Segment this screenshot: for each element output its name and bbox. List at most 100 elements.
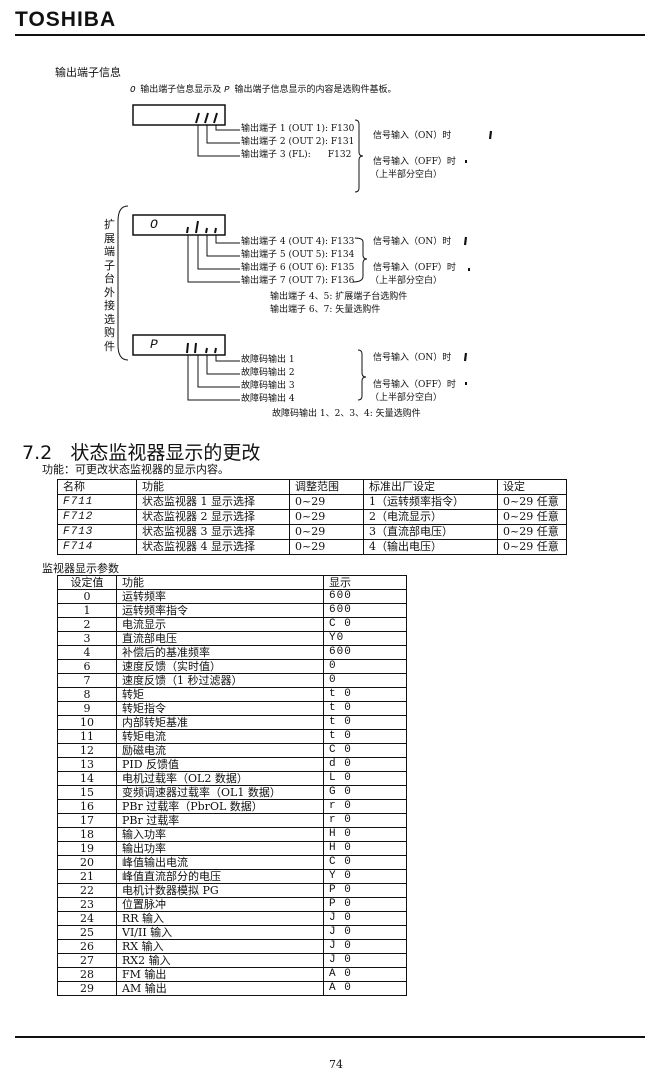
table-cell: C 0 bbox=[323, 617, 407, 632]
toshiba-logo: TOSHIBA bbox=[15, 8, 117, 31]
table-cell: 0 bbox=[323, 673, 407, 688]
terminal-label: 输出端子 6 (OUT 6): F135 bbox=[241, 263, 355, 273]
table-cell: t 0 bbox=[323, 729, 407, 744]
table-cell: 16 bbox=[57, 799, 117, 814]
table-cell: Y0 bbox=[323, 631, 407, 646]
table-cell: 7 bbox=[57, 673, 117, 688]
terminal-diagram bbox=[117, 104, 493, 401]
table-cell: C 0 bbox=[323, 743, 407, 758]
table-cell: 0~29 任意 bbox=[497, 539, 567, 555]
table-cell: 3（直流部电压） bbox=[363, 524, 498, 540]
table-cell: 峰值输出电流 bbox=[116, 855, 324, 870]
table-header-row: 设定值 功能 显示 bbox=[57, 575, 407, 590]
diagram-intro: O 输出端子信息显示及 P 输出端子信息显示的内容是选购件基板。 bbox=[130, 85, 396, 96]
display-box-2 bbox=[117, 205, 470, 361]
table-cell: 电机过载率（OL2 数据） bbox=[116, 771, 324, 786]
col-header: 名称 bbox=[57, 479, 137, 495]
col-header: 标准出厂设定 bbox=[363, 479, 498, 495]
table-cell: 状态监视器 4 显示选择 bbox=[136, 539, 290, 555]
signal-off-text: 信号输入（OFF）时 bbox=[373, 157, 456, 167]
page-number: 74 bbox=[329, 1058, 343, 1071]
table-cell: PBr 过载率（PbrOL 数据） bbox=[116, 799, 324, 814]
table-cell: r 0 bbox=[323, 799, 407, 814]
terminal-label: 输出端子 5 (OUT 5): F134 bbox=[241, 250, 355, 260]
terminal-label: 输出端子 3 (FL): F132 bbox=[241, 150, 352, 160]
upper-blank-text: （上半部分空白） bbox=[370, 170, 443, 180]
table-cell: 0~29 bbox=[289, 494, 364, 510]
table-cell: Y 0 bbox=[323, 869, 407, 884]
display-box-1 bbox=[132, 104, 493, 193]
table-cell: 补偿后的基准频率 bbox=[116, 645, 324, 660]
table-cell: 600 bbox=[323, 603, 407, 618]
diagram-title: 输出端子信息 bbox=[55, 66, 121, 79]
note: 输出端子 4、5: 扩展端子台选购件 bbox=[270, 292, 408, 302]
table-cell: P 0 bbox=[323, 883, 407, 898]
table-cell: 状态监视器 3 显示选择 bbox=[136, 524, 290, 540]
table-cell: 20 bbox=[57, 855, 117, 870]
table-cell: 6 bbox=[57, 659, 117, 674]
table-cell: PID 反馈值 bbox=[116, 757, 324, 772]
table-cell: J 0 bbox=[323, 953, 407, 968]
table2-caption: 监视器显示参数 bbox=[42, 562, 119, 575]
table-cell: 11 bbox=[57, 729, 117, 744]
table-cell: 0 bbox=[57, 589, 117, 604]
table-cell: r 0 bbox=[323, 813, 407, 828]
signal-off-text: 信号输入（OFF）时 bbox=[373, 380, 456, 390]
table-cell: L 0 bbox=[323, 771, 407, 786]
table-cell: H 0 bbox=[323, 827, 407, 842]
table-cell: 17 bbox=[57, 813, 117, 828]
col-header: 设定值 bbox=[57, 575, 117, 590]
table-cell: 输出功率 bbox=[116, 841, 324, 856]
table-cell: J 0 bbox=[323, 925, 407, 940]
upper-blank-text: （上半部分空白） bbox=[370, 276, 443, 286]
table-cell: 24 bbox=[57, 911, 117, 926]
table-cell: d 0 bbox=[323, 757, 407, 772]
fault-label: 故障码输出 2 bbox=[241, 368, 295, 378]
table-cell: 电机计数器模拟 PG bbox=[116, 883, 324, 898]
table-cell: 600 bbox=[323, 645, 407, 660]
table-cell: 速度反馈（1 秒过滤器） bbox=[116, 673, 324, 688]
seg-display-o: O bbox=[150, 217, 160, 232]
table-cell: 内部转矩基准 bbox=[116, 715, 324, 730]
terminal-label: 输出端子 7 (OUT 7): F136 bbox=[241, 276, 355, 286]
table-cell: F714 bbox=[57, 539, 137, 555]
table-cell: 28 bbox=[57, 967, 117, 982]
table-cell: 转矩电流 bbox=[116, 729, 324, 744]
table-cell: 22 bbox=[57, 883, 117, 898]
signal-on-text: 信号输入（ON）时 bbox=[373, 237, 452, 247]
table-cell: 9 bbox=[57, 701, 117, 716]
upper-blank-text: （上半部分空白） bbox=[370, 393, 443, 403]
table-cell: A 0 bbox=[323, 981, 407, 996]
table-cell: J 0 bbox=[323, 911, 407, 926]
fault-label: 故障码输出 1 bbox=[241, 355, 295, 365]
col-header: 设定 bbox=[497, 479, 567, 495]
table-cell: 0~29 任意 bbox=[497, 524, 567, 540]
table-cell: PBr 过载率 bbox=[116, 813, 324, 828]
table-cell: 18 bbox=[57, 827, 117, 842]
note: 故障码输出 1、2、3、4: 矢量选购件 bbox=[272, 409, 421, 419]
table-cell: 12 bbox=[57, 743, 117, 758]
display-box-3 bbox=[132, 334, 468, 401]
table-cell: 运转频率指令 bbox=[116, 603, 324, 618]
table-cell: RX2 输入 bbox=[116, 953, 324, 968]
table-cell: 0~29 bbox=[289, 539, 364, 555]
terminal-label: 输出端子 1 (OUT 1): F130 bbox=[241, 124, 355, 134]
